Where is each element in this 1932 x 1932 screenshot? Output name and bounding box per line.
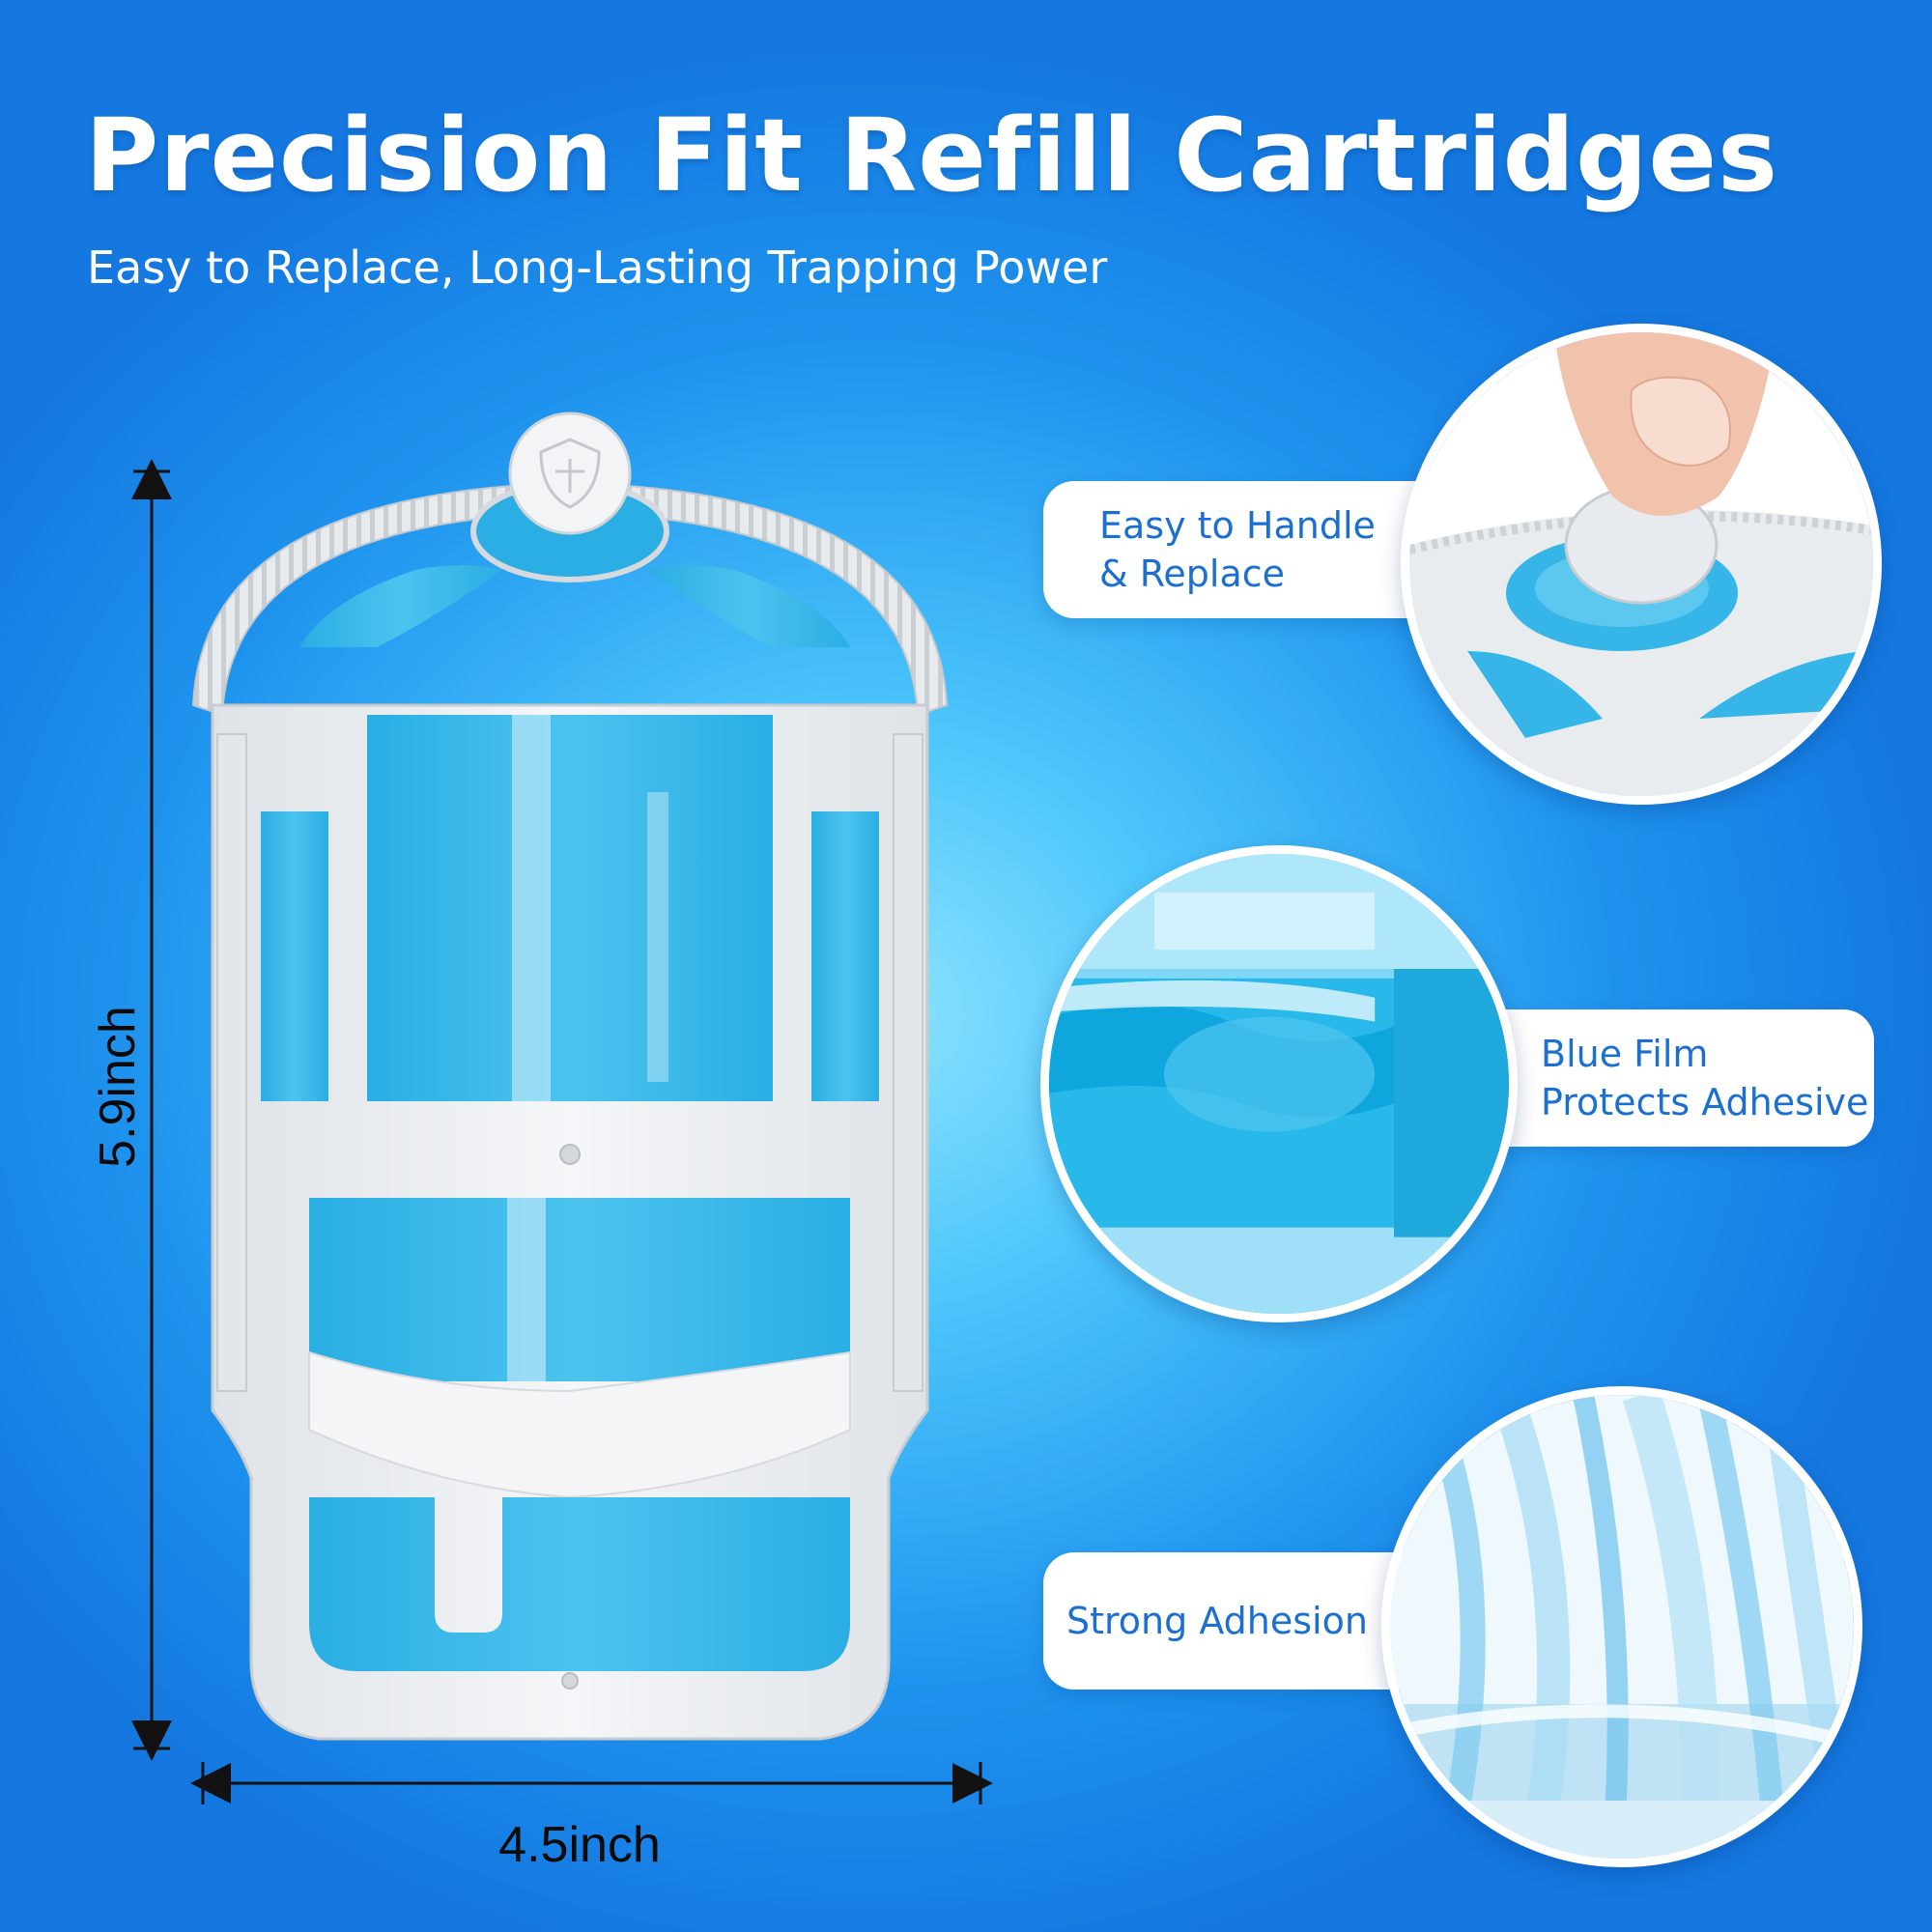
detail-photo-handle (1401, 324, 1882, 805)
detail-photo-blue-film (1040, 845, 1518, 1322)
detail-photo-adhesion (1381, 1386, 1862, 1867)
callout-blue-film: Blue Film Protects Adhesive (1449, 1009, 1874, 1147)
width-dimension-label: 4.5inch (498, 1817, 661, 1873)
callout-blue-film-text: Blue Film Protects Adhesive (1541, 1033, 1869, 1123)
callout-easy-handle: Easy to Handle & Replace (1043, 481, 1468, 618)
page-subtitle: Easy to Replace, Long-Lasting Trapping P… (87, 242, 1108, 294)
callout-easy-handle-text: Easy to Handle & Replace (1099, 504, 1376, 595)
page-title: Precision Fit Refill Cartridges (85, 97, 1778, 214)
callout-strong-adhesion-text: Strong Adhesion (1066, 1600, 1368, 1642)
height-dimension-label: 5.9inch (90, 1006, 146, 1168)
refill-cartridge-image (191, 412, 949, 1741)
